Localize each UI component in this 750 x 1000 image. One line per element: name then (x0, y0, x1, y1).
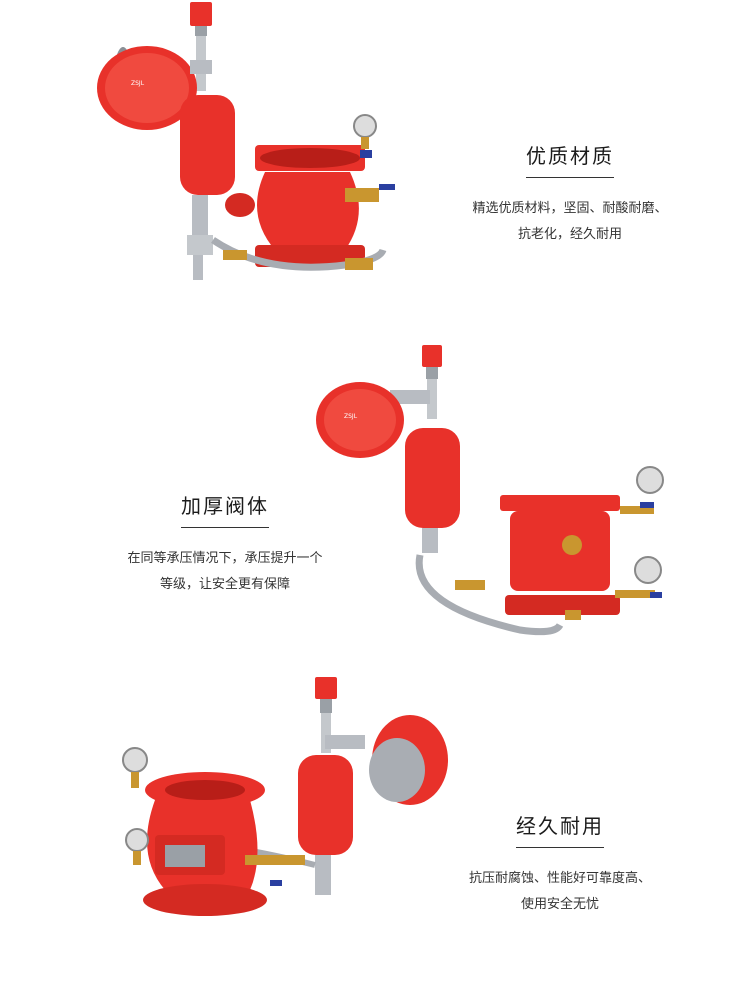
feature-desc-line: 在同等承压情况下，承压提升一个 (127, 551, 323, 566)
feature-desc-line: 使用安全无忧 (520, 897, 599, 912)
feature-desc-line: 精选优质材料，坚固、耐酸耐磨、 (472, 201, 668, 216)
feature-description: 抗压耐腐蚀、性能好可靠度高、 使用安全无忧 (425, 866, 695, 918)
feature-title: 加厚阀体 (181, 490, 269, 528)
feature-desc-line: 等级，让安全更有保障 (159, 577, 290, 592)
svg-text:ZSJL: ZSJL (344, 413, 358, 420)
feature-description: 精选优质材料，坚固、耐酸耐磨、 抗老化，经久耐用 (440, 196, 700, 248)
feature-desc-line: 抗老化，经久耐用 (517, 227, 622, 242)
feature-desc-line: 抗压耐腐蚀、性能好可靠度高、 (468, 871, 651, 886)
feature-text-durable: 经久耐用 抗压耐腐蚀、性能好可靠度高、 使用安全无忧 (425, 810, 695, 918)
alarm-valve-photo-2: ZSJL (310, 340, 680, 640)
feature-section-durable: 经久耐用 抗压耐腐蚀、性能好可靠度高、 使用安全无忧 (0, 660, 750, 1000)
feature-section-material: ZSJL 优质材质 精选优 (0, 0, 750, 330)
feature-text-material: 优质材质 精选优质材料，坚固、耐酸耐磨、 抗老化，经久耐用 (440, 140, 700, 248)
feature-description: 在同等承压情况下，承压提升一个 等级，让安全更有保障 (100, 546, 350, 598)
feature-title: 经久耐用 (516, 810, 604, 848)
alarm-valve-photo-1: ZSJL (95, 0, 415, 300)
svg-text:ZSJL: ZSJL (131, 80, 145, 87)
feature-text-thick-body: 加厚阀体 在同等承压情况下，承压提升一个 等级，让安全更有保障 (100, 490, 350, 598)
feature-section-thick-body: 加厚阀体 在同等承压情况下，承压提升一个 等级，让安全更有保障 ZSJL (0, 330, 750, 660)
alarm-valve-photo-3 (115, 675, 455, 935)
feature-title: 优质材质 (526, 140, 614, 178)
